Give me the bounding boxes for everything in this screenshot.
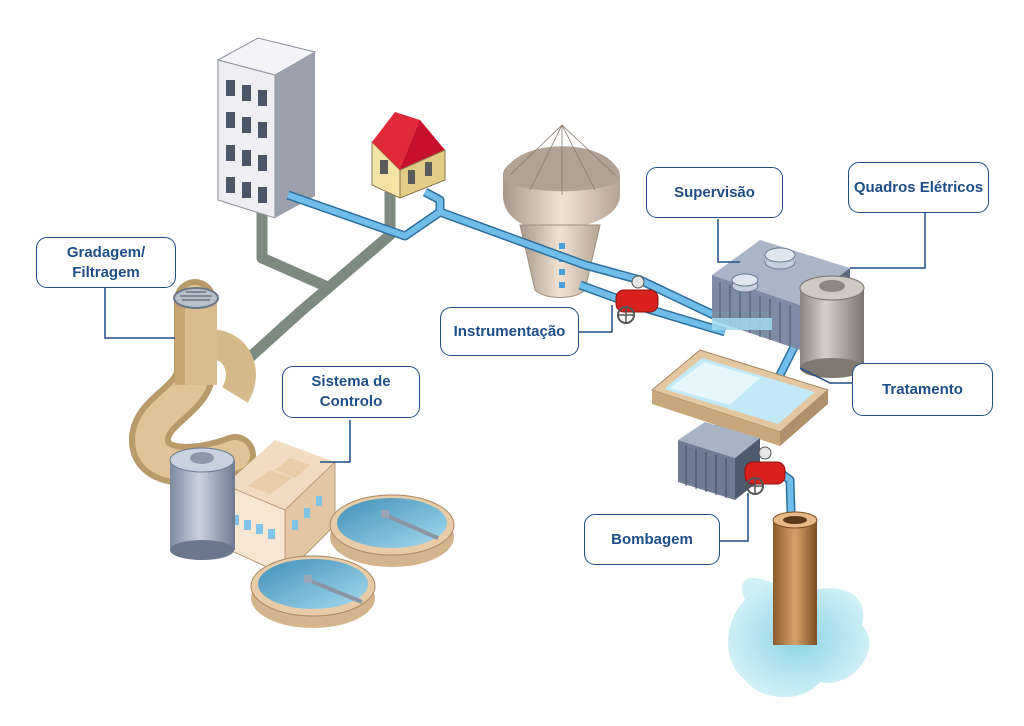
reservoir-basin (650, 349, 830, 446)
valve-pumping (744, 446, 786, 495)
label-quadros-eletricos: Quadros Elétricos (848, 162, 989, 213)
label-supervisao: Supervisão (646, 167, 783, 218)
storage-tank (169, 447, 235, 560)
valve-instrumentation (615, 275, 659, 324)
label-bombagem: Bombagem (584, 514, 720, 565)
control-building (224, 440, 336, 577)
house (371, 112, 446, 199)
sewer-pipes (234, 192, 396, 373)
label-instrumentacao: Instrumentação (440, 307, 579, 356)
label-tratamento: Tratamento (852, 363, 993, 416)
callout-lines (104, 213, 926, 542)
settling-basin-2 (250, 555, 376, 628)
office-building (216, 37, 317, 219)
filtration-duct (128, 279, 256, 486)
well (772, 511, 818, 645)
chemical-tank (799, 275, 865, 378)
label-sistema-controlo: Sistema de Controlo (282, 366, 420, 418)
settling-basin-1 (329, 494, 455, 567)
label-gradagem-filtragem: Gradagem/ Filtragem (36, 237, 176, 288)
